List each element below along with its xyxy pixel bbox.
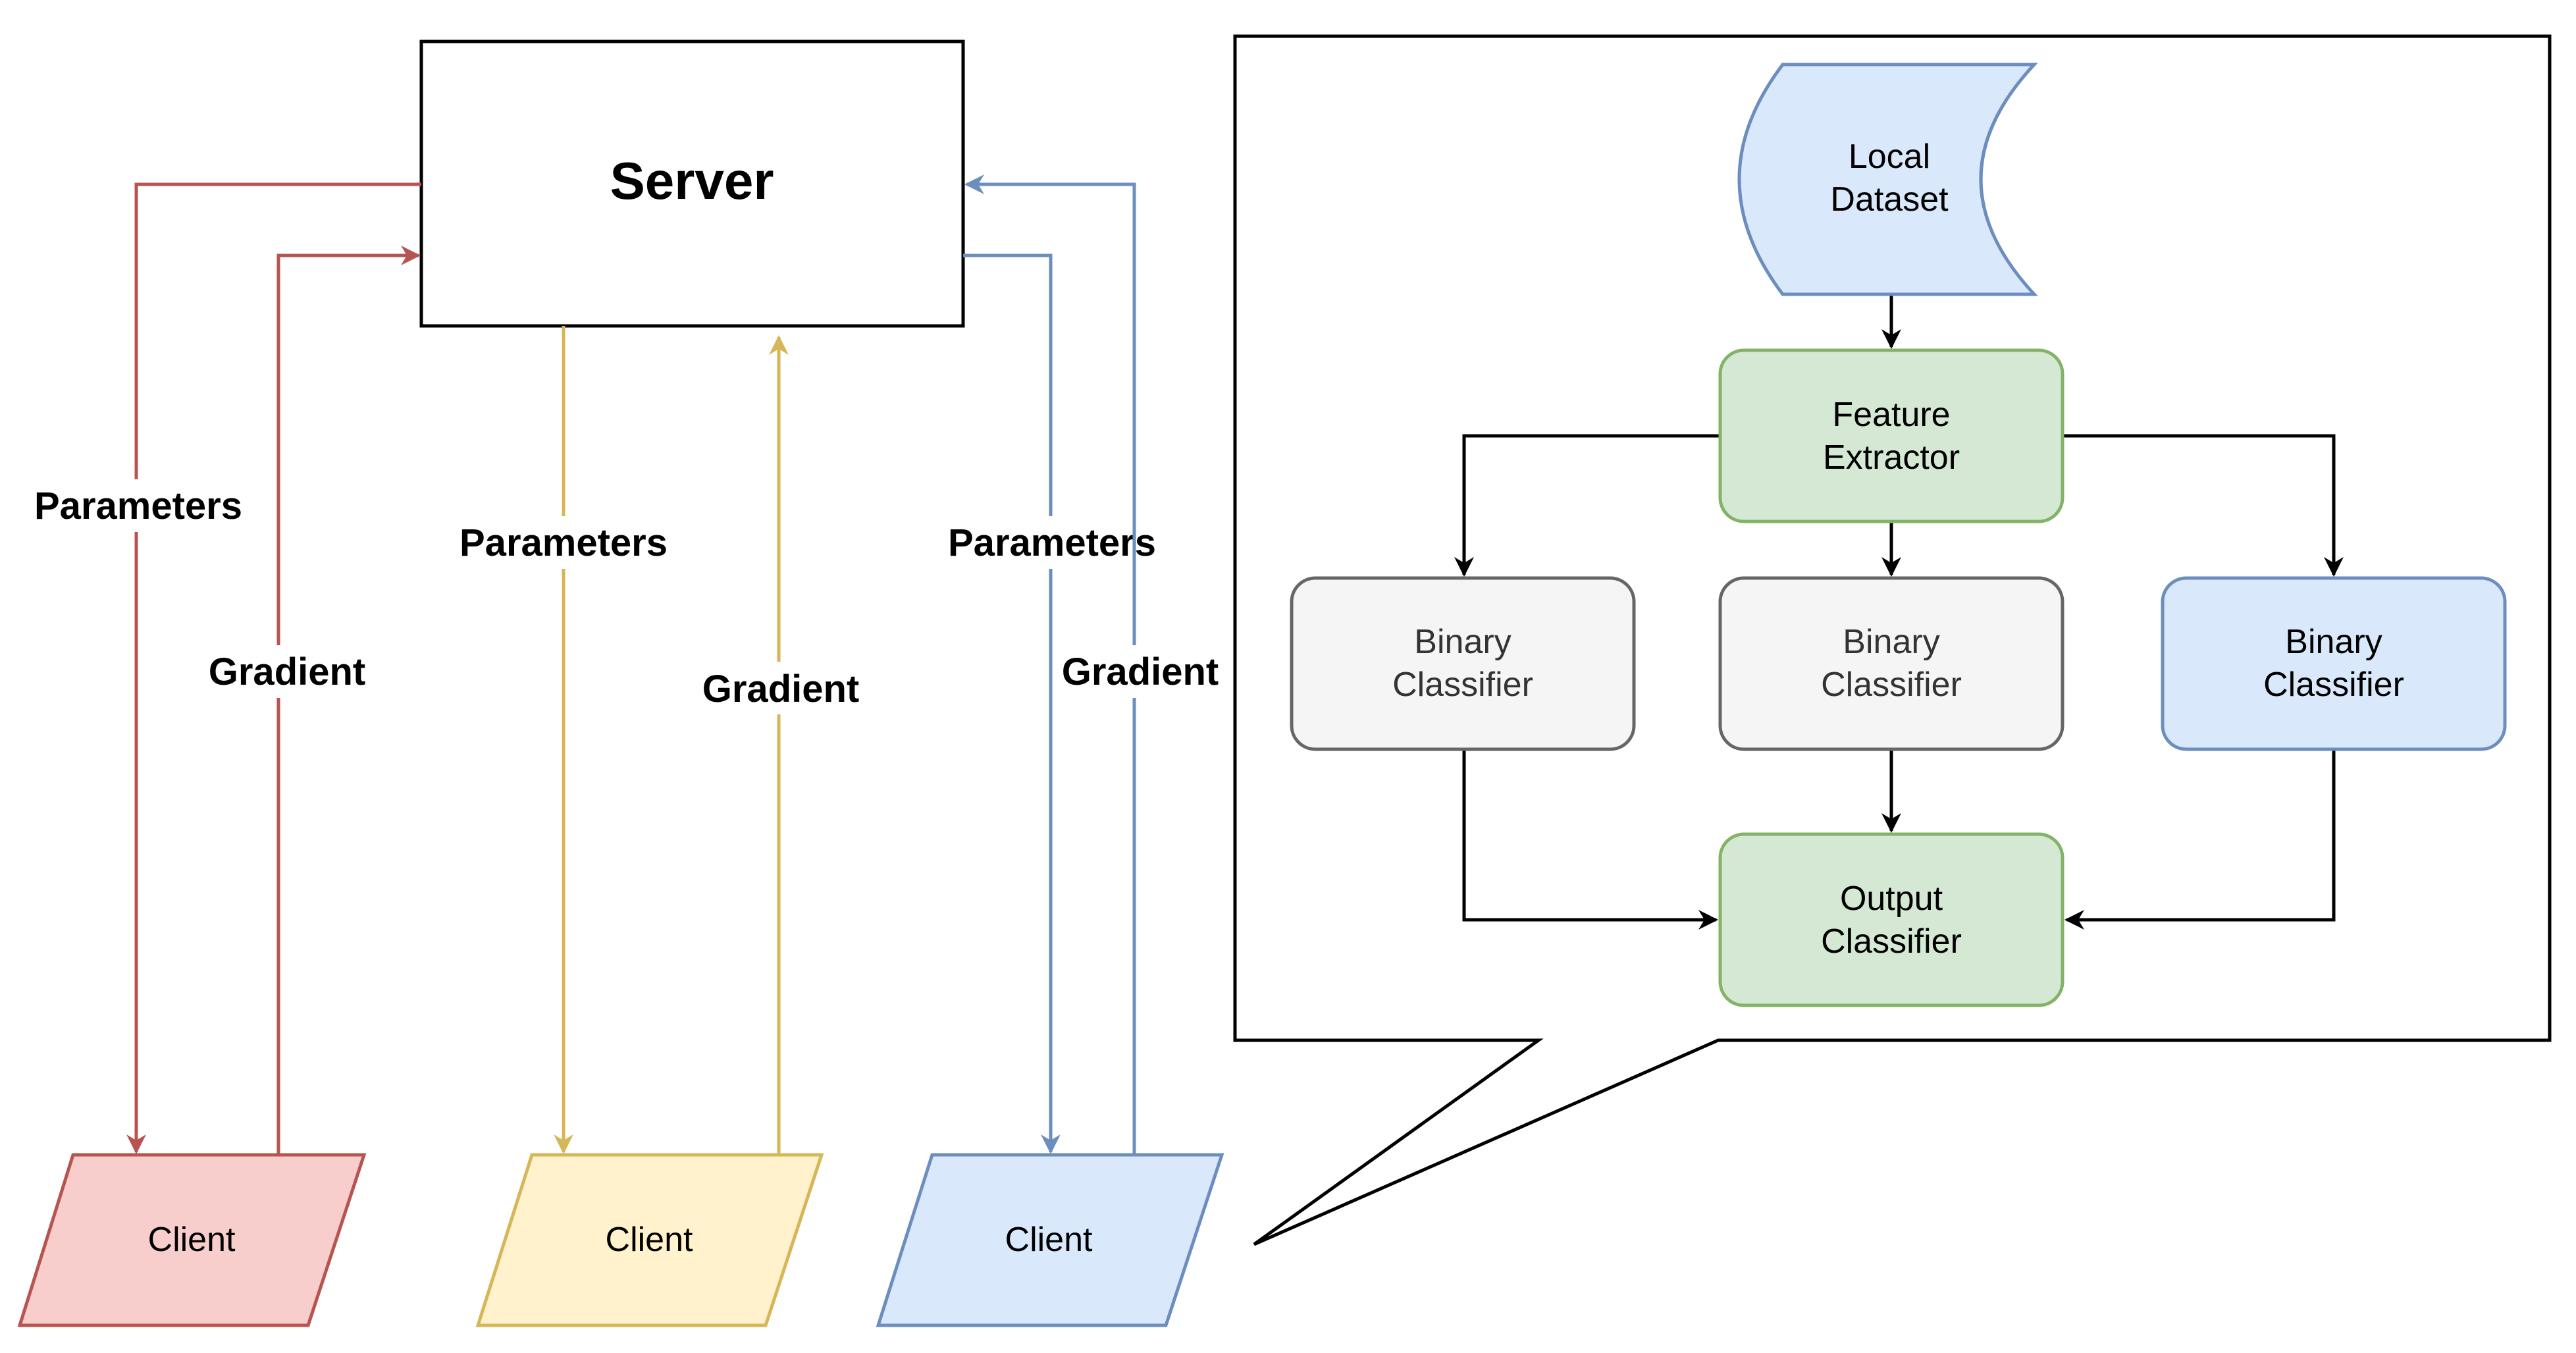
client-yellow-label: Client — [606, 1221, 693, 1259]
callout-edges — [1454, 294, 2344, 930]
client-yellow: Client — [475, 1153, 824, 1327]
output-classifier-label-line2: Classifier — [1821, 922, 1962, 961]
red-parameters-edge: Parameters — [26, 182, 421, 1154]
binary-classifier-2-label-line1: Binary — [1843, 623, 1939, 661]
red-gradient-label: Gradient — [209, 650, 366, 693]
binary-classifier-3-label-line1: Binary — [2285, 623, 2382, 661]
yellow-parameters-edge: Parameters — [451, 326, 675, 1154]
local-dataset-label-line1: Local — [1849, 138, 1930, 176]
blue-gradient-edge: Gradient — [964, 174, 1228, 1154]
feature-extractor-label-line1: Feature — [1832, 396, 1950, 434]
client-blue-label: Client — [1005, 1221, 1093, 1259]
client-red-label: Client — [148, 1221, 236, 1259]
feature-extractor-label-line2: Extractor — [1823, 438, 1960, 477]
output-classifier-label-line1: Output — [1840, 880, 1943, 918]
server-label: Server — [610, 151, 774, 210]
binary-classifier-3-node: Binary Classifier — [2161, 576, 2507, 751]
local-dataset-label-line2: Dataset — [1830, 180, 1949, 219]
binary-classifier-1-node: Binary Classifier — [1290, 576, 1636, 751]
binary-classifier-2-node: Binary Classifier — [1718, 576, 2064, 751]
server-node: Server — [419, 40, 965, 328]
binary-classifier-1-label-line2: Classifier — [1392, 666, 1533, 704]
client-red: Client — [17, 1153, 367, 1327]
binary-classifier-1-label-line1: Binary — [1414, 623, 1511, 661]
blue-parameters-label: Parameters — [948, 521, 1156, 564]
yellow-parameters-label: Parameters — [460, 521, 668, 564]
output-classifier-node: Output Classifier — [1718, 832, 2064, 1007]
yellow-gradient-label: Gradient — [702, 668, 860, 710]
yellow-gradient-edge: Gradient — [691, 335, 866, 1154]
red-gradient-edge: Gradient — [201, 246, 421, 1154]
binary-classifier-2-label-line2: Classifier — [1821, 666, 1962, 704]
feature-extractor-node: Feature Extractor — [1718, 348, 2064, 523]
local-dataset-node: Local Dataset — [1737, 63, 2038, 296]
blue-gradient-label: Gradient — [1062, 650, 1219, 693]
client-blue: Client — [876, 1153, 1224, 1327]
red-parameters-label: Parameters — [34, 485, 242, 527]
blue-parameters-edge: Parameters — [941, 253, 1165, 1154]
binary-classifier-3-label-line2: Classifier — [2263, 666, 2404, 704]
